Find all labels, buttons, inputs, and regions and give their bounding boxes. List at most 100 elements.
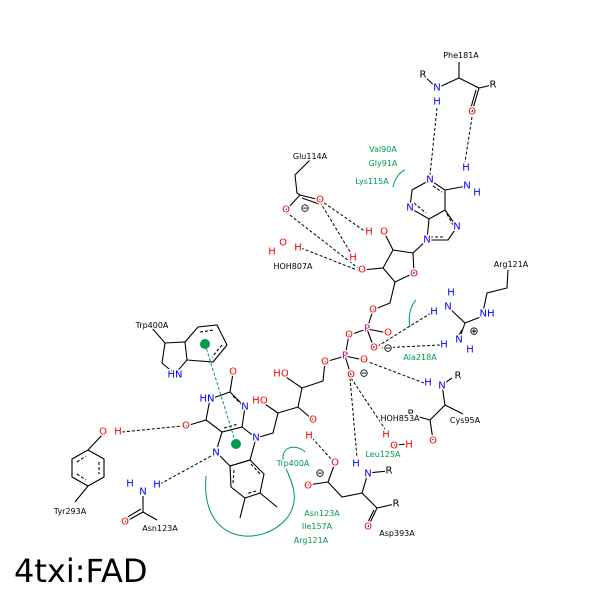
atom-hn: HN — [200, 394, 215, 405]
atom-h: H — [114, 427, 122, 438]
atom-n: N — [444, 302, 451, 313]
atom-h: H — [382, 430, 390, 441]
atom-o: O — [380, 227, 388, 238]
atom-o: O — [390, 441, 398, 452]
residue-label-glu114: Glu114A — [293, 152, 328, 161]
atom-o: O — [384, 328, 392, 339]
atom-n: N — [241, 402, 248, 413]
hydrophobic-contact-arc — [392, 169, 406, 188]
atom-h: H — [352, 459, 360, 470]
atom-o: O — [360, 355, 368, 366]
atom-n: N — [455, 335, 462, 346]
atom-r: R — [455, 371, 462, 382]
atom-p: P — [364, 324, 370, 335]
atom-h: H — [305, 431, 313, 442]
atom-n: N — [252, 433, 259, 444]
negative-charge-icon: ⊖ — [315, 467, 324, 480]
hydrophobic-label-val90: Val90A — [369, 145, 397, 154]
atom-h: H — [462, 163, 470, 174]
atom-n: N — [364, 469, 371, 480]
atom-o: O — [321, 357, 329, 368]
atom-o: O — [331, 458, 339, 469]
hydrophobic-contact-arc — [408, 299, 417, 328]
atom-h: H — [433, 97, 441, 108]
atom-o: O — [364, 522, 372, 533]
negative-charge-icon: ⊖ — [300, 202, 309, 215]
pi-stacking-line — [204, 343, 237, 445]
atom-n: N — [438, 381, 445, 392]
atom-o: O — [121, 517, 129, 528]
hydrophobic-label-lys115: Lys115A — [355, 177, 389, 186]
hydrophobic-label-ile157: Ile157A — [302, 522, 333, 531]
atom-n: N — [433, 83, 440, 94]
hydrophobic-label-ala218: Ala218A — [403, 353, 437, 362]
residue-label-asn123: Asn123A — [142, 524, 178, 533]
atom-labels: N N N N N H H O O H O H O P O O ⊖ O P O … — [98, 68, 498, 534]
atom-n: N — [139, 487, 146, 498]
ligand-bonds — [185, 179, 468, 519]
atom-n: N — [423, 235, 430, 246]
residue-bonds — [71, 62, 509, 528]
atom-o: O — [316, 195, 324, 206]
atom-r: R — [393, 499, 400, 510]
atom-ho: HO — [273, 369, 289, 380]
atom-r: R — [420, 70, 427, 81]
atom-r: R — [408, 409, 415, 420]
diagram-title: 4txi:FAD — [14, 552, 148, 590]
atom-o: O — [410, 269, 418, 280]
hydrophobic-labels: Val90A Gly91A Lys115A Ala218A Leu125A Tr… — [274, 144, 439, 547]
atom-o: O — [282, 205, 290, 216]
atom-h: H — [126, 479, 134, 490]
residue-label-arg121: Arg121A — [494, 260, 529, 269]
atom-o: O — [345, 330, 353, 341]
atom-nh: NH — [480, 309, 495, 320]
atom-h: H — [365, 227, 373, 238]
atom-o: O — [229, 367, 237, 378]
atom-o: O — [347, 370, 355, 381]
atom-h: H — [349, 253, 357, 264]
atom-o: O — [99, 427, 107, 438]
negative-charge-icon: ⊖ — [359, 367, 368, 380]
atom-o: O — [304, 481, 312, 492]
hydrophobic-label-leu125: Leu125A — [365, 450, 401, 459]
residue-label-cys95: Cys95A — [450, 416, 481, 425]
atom-ho: HO — [252, 396, 268, 407]
residue-labels: Phe181A Glu114A HOH807A Arg121A Trp400A … — [51, 50, 530, 540]
negative-charge-icon: ⊖ — [383, 342, 392, 355]
hydrophobic-label-trp400: Trp400A — [276, 459, 310, 468]
atom-h: H — [440, 340, 448, 351]
residue-label-hoh807: HOH807A — [273, 262, 313, 271]
residue-label-trp400: Trp400A — [135, 321, 169, 330]
atom-h: H — [153, 480, 161, 491]
hydrophobic-label-asn123: Asn123A — [304, 509, 340, 518]
atom-o: O — [182, 421, 190, 432]
atom-o: O — [370, 343, 378, 354]
residue-label-asp393: Asp393A — [379, 529, 415, 538]
atom-h: H — [424, 378, 432, 389]
hydrophobic-contact-arc — [205, 446, 306, 537]
atom-o: O — [429, 436, 437, 447]
atom-o: O — [279, 238, 287, 249]
atom-h: H — [430, 307, 438, 318]
trp-ring-centroid — [200, 339, 210, 349]
atom-o: O — [358, 265, 366, 276]
flavin-ring-centroid — [231, 439, 241, 449]
atom-n: N — [426, 175, 433, 186]
atom-o: O — [468, 107, 476, 118]
atom-h: H — [466, 345, 474, 356]
atom-h: H — [473, 188, 481, 199]
atom-h: H — [294, 243, 302, 254]
atom-r: R — [386, 466, 393, 477]
residue-label-hoh853: HOH853A — [380, 414, 420, 423]
atom-p: P — [342, 351, 348, 362]
atom-n: N — [212, 448, 219, 459]
atom-o: O — [369, 305, 377, 316]
atom-n: N — [406, 203, 413, 214]
residue-label-tyr293: Tyr293A — [53, 507, 87, 516]
atom-n: N — [453, 222, 460, 233]
positive-charge-icon: ⊕ — [469, 325, 478, 338]
hydrophobic-label-arg121: Arg121A — [294, 536, 329, 545]
atom-o: O — [309, 415, 317, 426]
